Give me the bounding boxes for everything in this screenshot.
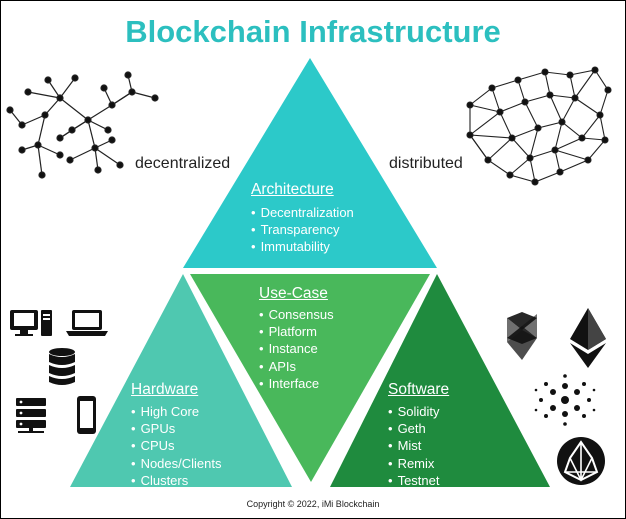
list-item: High Core — [131, 403, 222, 420]
architecture-list: Decentralization Transparency Immutabili… — [251, 204, 354, 256]
eos-logo-icon — [557, 437, 605, 485]
list-item: CPUs — [131, 437, 222, 454]
list-item: Mist — [388, 437, 439, 454]
copyright-text: Copyright © 2022, iMi Blockchain — [246, 499, 380, 509]
list-item: Transparency — [251, 221, 354, 238]
list-item: Consensus — [259, 306, 334, 323]
list-item: Clusters — [131, 472, 222, 489]
hardware-triangle — [70, 274, 292, 487]
mobile-phone-icon — [77, 396, 96, 434]
decentralized-label: decentralized — [135, 155, 231, 172]
list-item: Immutability — [251, 238, 354, 255]
solidity-logo-icon — [507, 312, 537, 360]
software-list: Solidity Geth Mist Remix Testnet — [388, 403, 440, 489]
list-item: Testnet — [388, 472, 440, 489]
cardano-logo-icon — [534, 374, 596, 426]
database-icon — [49, 348, 75, 385]
distributed-label: distributed — [389, 155, 463, 172]
list-item: Platform — [259, 323, 334, 340]
use-case-heading: Use-Case — [259, 285, 328, 302]
list-item: Decentralization — [251, 204, 354, 221]
architecture-triangle — [183, 58, 437, 268]
desktop-computer-icon — [10, 310, 52, 336]
laptop-icon — [66, 310, 108, 336]
page-title: Blockchain Infrastructure — [125, 14, 501, 49]
list-item: Interface — [259, 375, 334, 392]
list-item: Solidity — [388, 403, 440, 420]
software-heading: Software — [388, 381, 450, 398]
list-item: Remix — [388, 455, 439, 472]
list-item: GPUs — [131, 420, 222, 437]
software-triangle — [330, 274, 550, 487]
use-case-list: Consensus Platform Instance APIs Interfa… — [259, 306, 334, 392]
ethereum-logo-icon — [570, 308, 606, 368]
list-item: Geth — [388, 420, 439, 437]
architecture-heading: Architecture — [251, 181, 334, 198]
list-item: Nodes/Clients — [131, 455, 222, 472]
hardware-list: High Core GPUs CPUs Nodes/Clients Cluste… — [131, 403, 222, 489]
server-rack-icon — [16, 398, 46, 433]
hardware-heading: Hardware — [131, 381, 199, 398]
list-item: APIs — [259, 358, 334, 375]
distributed-network-icon — [466, 66, 612, 186]
list-item: Instance — [259, 340, 334, 357]
decentralized-network-icon — [6, 71, 159, 179]
